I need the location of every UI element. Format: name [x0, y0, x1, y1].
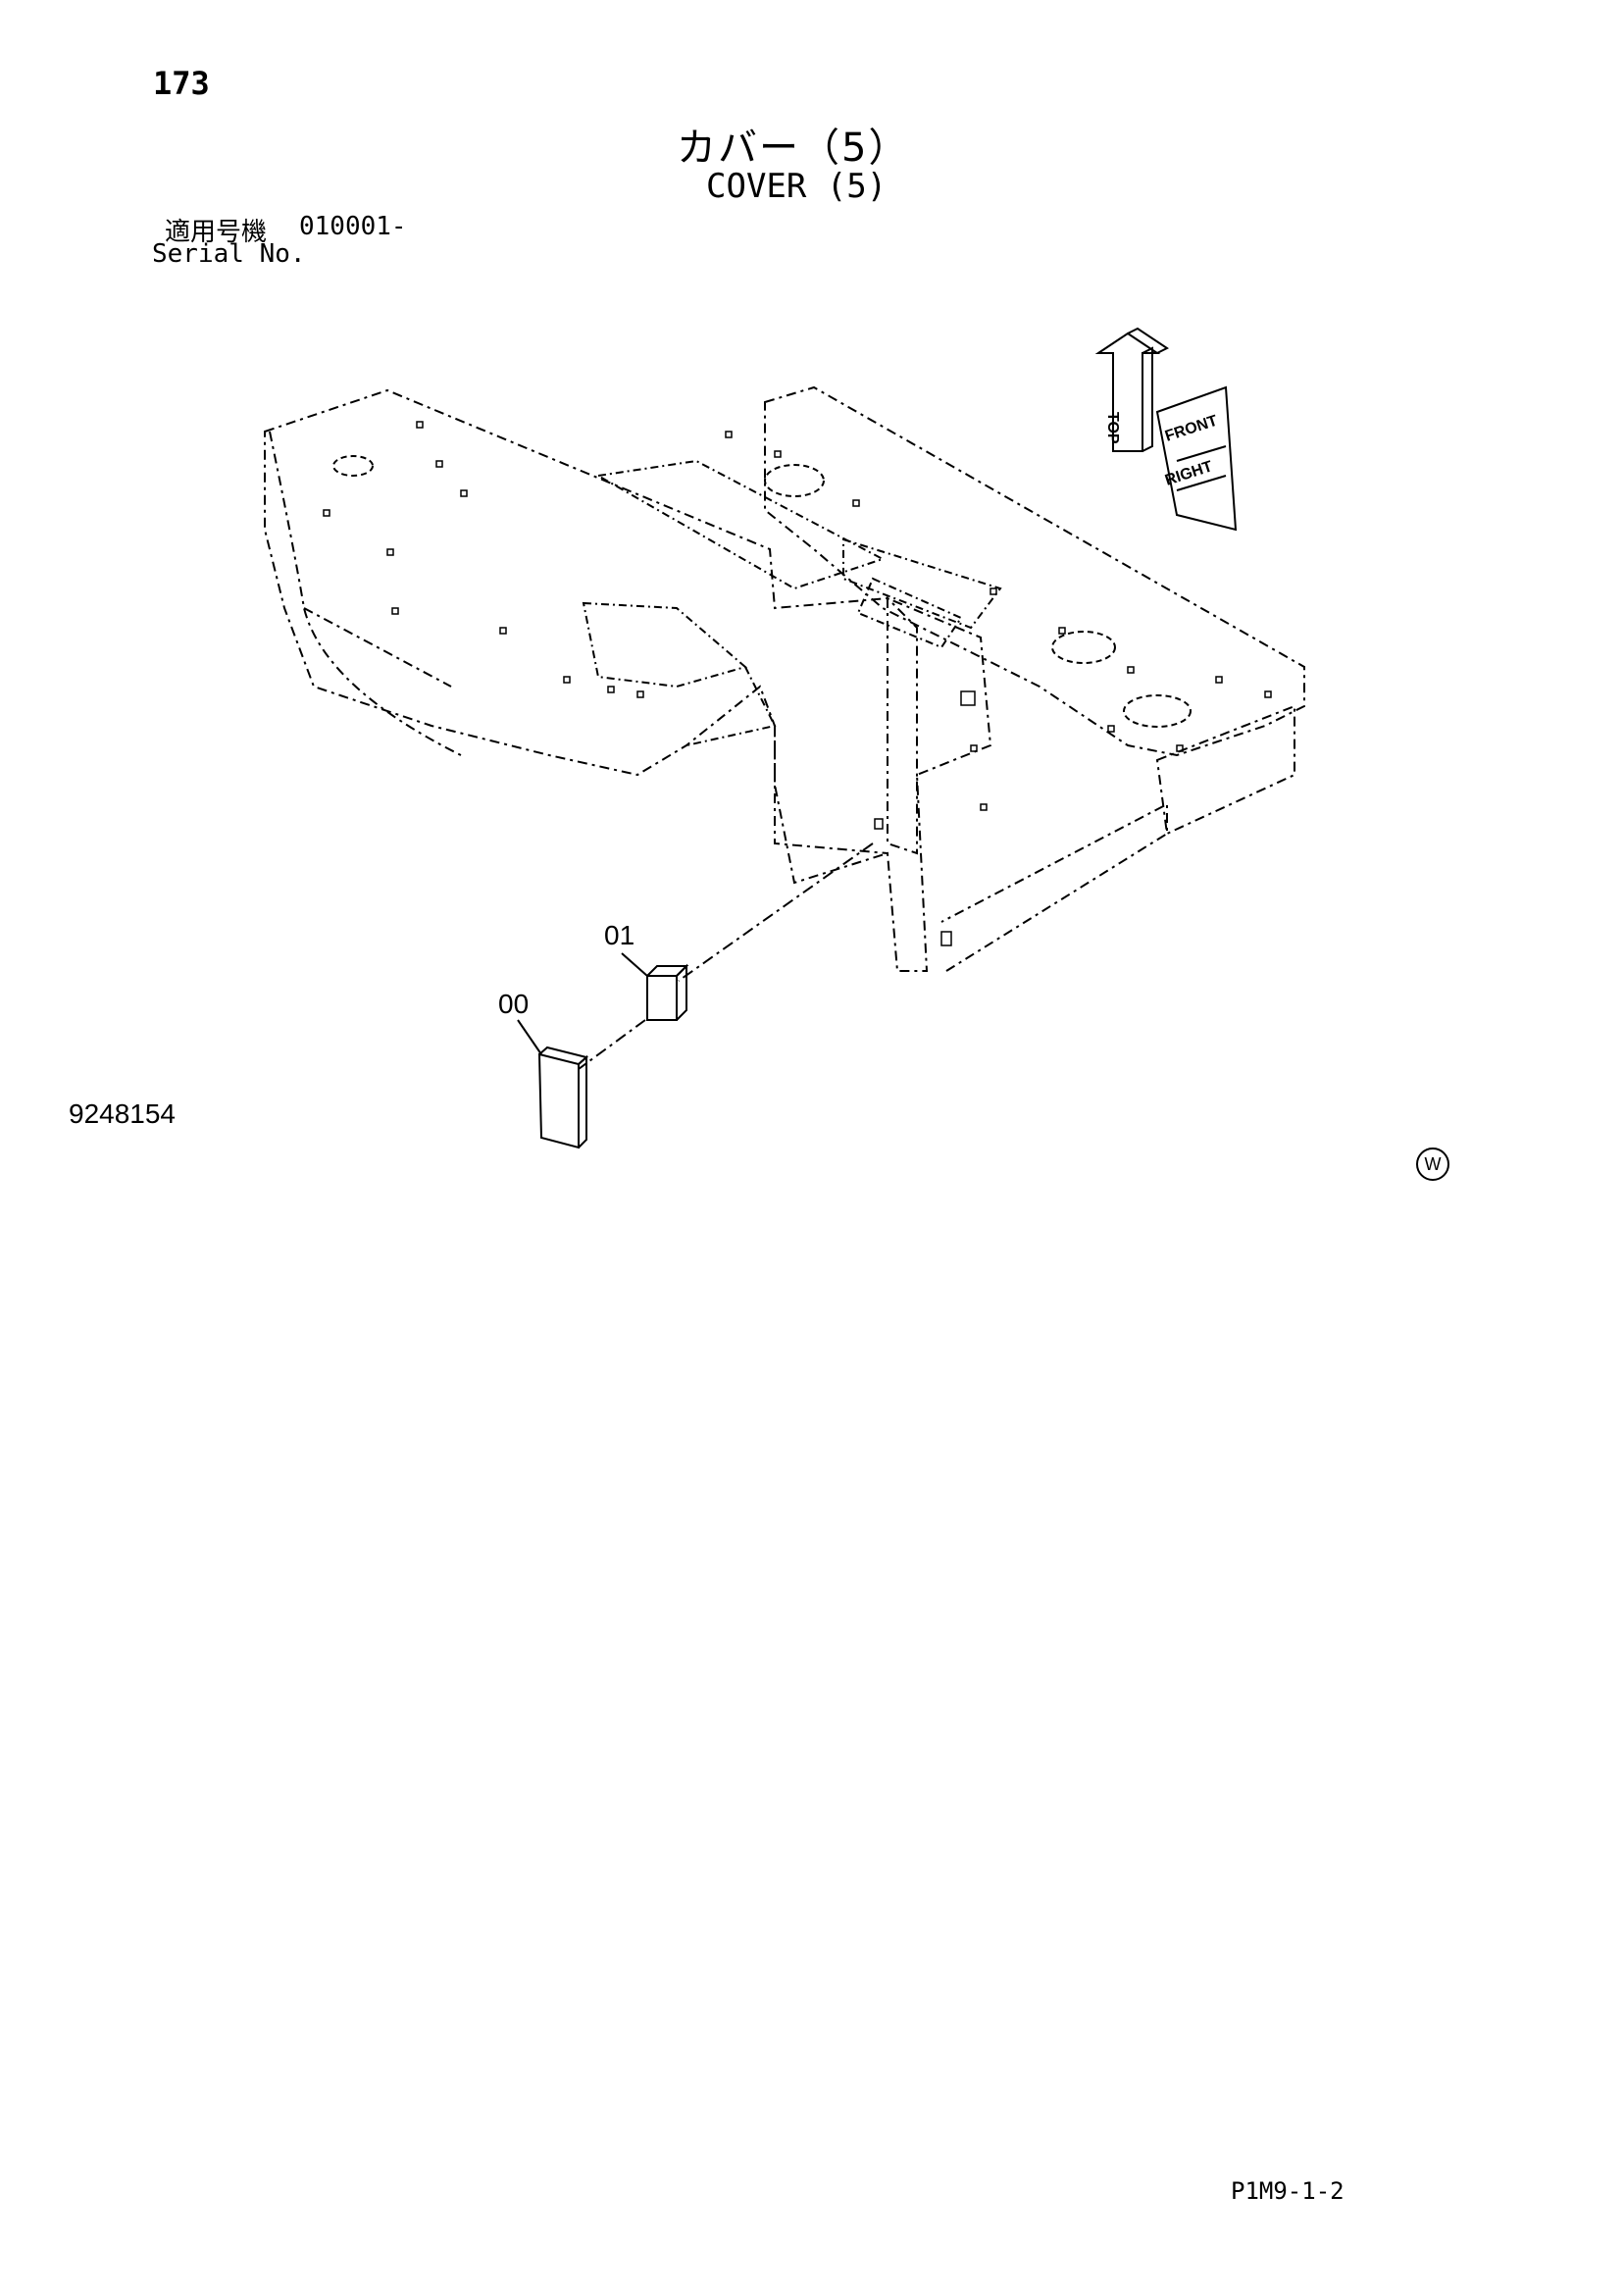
orientation-right-label: RIGHT: [1163, 458, 1215, 489]
serial-label-jp: 適用号機: [165, 218, 268, 247]
callout-00: 00: [498, 989, 530, 1019]
serial-value: 010001-: [299, 212, 407, 241]
page-title-jp: カバー（5）: [677, 126, 910, 171]
page-number: 173: [153, 65, 210, 102]
callout-01: 01: [604, 920, 635, 950]
page-code: P1M9-1-2: [1231, 2177, 1345, 2205]
w-mark-icon: W: [1416, 1148, 1449, 1181]
orientation-front-label: FRONT: [1163, 413, 1220, 445]
serial-label-en: Serial No.: [152, 239, 306, 269]
page-title-en: COVER (5): [706, 167, 888, 206]
orientation-top-label: TOP: [1104, 412, 1121, 444]
drawing-number: 9248154: [69, 1098, 177, 1129]
